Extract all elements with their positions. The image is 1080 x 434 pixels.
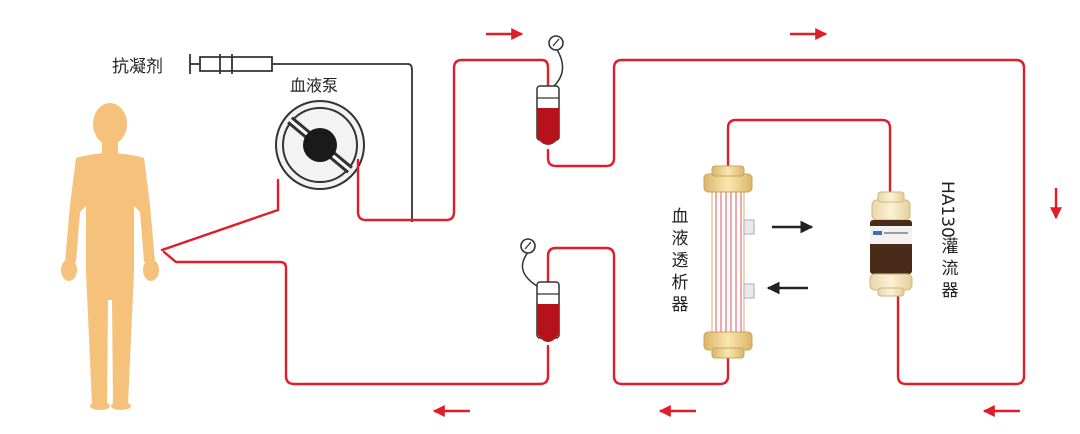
pressure-gauge-bottom-icon xyxy=(520,238,538,287)
dialyzer-label-char: 析 xyxy=(672,273,689,293)
dialyzer-label-char: 器 xyxy=(672,295,689,315)
blood-circuit-tubing xyxy=(160,58,1026,386)
dialyzer-label-char: 血 xyxy=(672,207,689,227)
syringe-icon xyxy=(189,54,413,222)
perfusion-label-char: 灌 xyxy=(942,237,959,257)
perfusion-cartridge-icon xyxy=(869,191,913,297)
dialyzer-label-char: 透 xyxy=(672,251,689,271)
drip-chamber-bottom-icon xyxy=(536,281,560,342)
blood-pump-icon xyxy=(275,100,365,190)
dialyzer-icon xyxy=(703,165,755,359)
human-body-icon xyxy=(61,103,159,410)
pressure-gauge-top-icon xyxy=(548,35,564,87)
perfusion-label-char: 流 xyxy=(942,259,959,279)
dialyzer-label: 血 液 透 析 器 xyxy=(672,207,689,315)
anticoagulant-label: 抗凝剂 xyxy=(112,57,163,77)
blood-pump-label: 血液泵 xyxy=(290,76,338,95)
perfusion-model-label: HA130 xyxy=(937,181,957,238)
perfusion-label-char: 器 xyxy=(942,281,959,301)
dialyzer-label-char: 液 xyxy=(672,229,689,249)
drip-chamber-top-icon xyxy=(536,85,560,145)
